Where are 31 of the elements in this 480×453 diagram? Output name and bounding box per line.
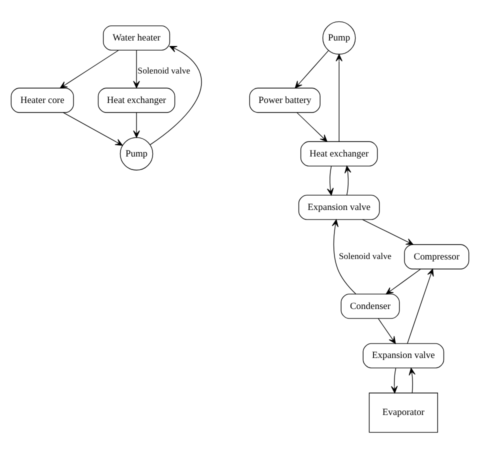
arrow	[378, 318, 396, 344]
arrow	[332, 218, 356, 294]
node-box: Heater core	[10, 87, 74, 112]
node-box: Heat exchanger	[98, 87, 176, 112]
node-box: Evaporator	[368, 392, 438, 432]
arrow	[408, 367, 416, 393]
node-box: Expansion valve	[362, 342, 444, 368]
node-circle: Pump	[322, 20, 356, 54]
arrow	[386, 268, 421, 294]
node-box: Condenser	[340, 293, 400, 318]
arrow	[407, 268, 434, 344]
arrow	[62, 112, 123, 146]
arrow	[133, 112, 140, 138]
arrow	[60, 49, 119, 88]
arrow	[296, 112, 328, 142]
arrow	[362, 218, 414, 244]
arrow	[326, 165, 334, 195]
node-box: Expansion valve	[298, 194, 380, 220]
arrow	[336, 54, 342, 142]
arrow	[344, 165, 352, 195]
arrow	[294, 50, 329, 88]
node-box: Water heater	[102, 24, 170, 50]
arrow	[150, 45, 202, 145]
node-box: Compressor	[404, 244, 470, 269]
edge-label: Solenoid valve	[338, 250, 392, 261]
arrow	[133, 50, 140, 88]
node-circle: Pump	[120, 136, 154, 170]
node-box: Heat exchanger	[300, 140, 378, 166]
node-box: Power battery	[249, 87, 320, 112]
edge-label: Solenoid valve	[138, 64, 190, 75]
arrow	[390, 367, 398, 393]
